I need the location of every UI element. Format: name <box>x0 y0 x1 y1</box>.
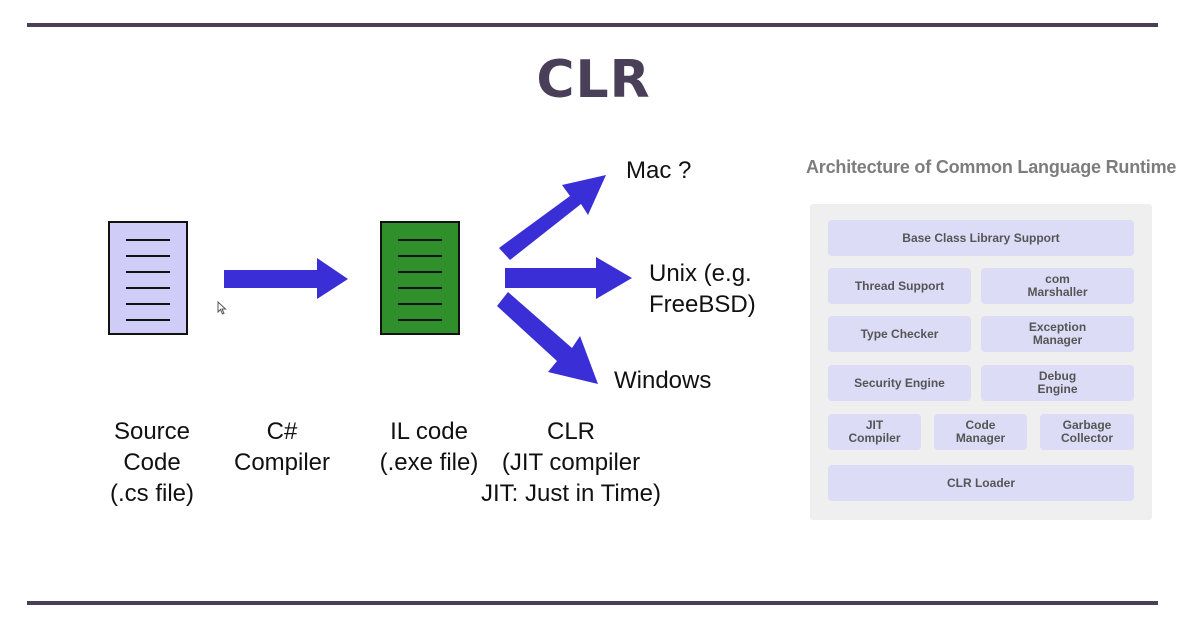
document-line <box>126 319 170 321</box>
box-label: JIT Compiler <box>848 418 901 445</box>
box-label: Garbage Collector <box>1060 418 1113 445</box>
il-code-document-icon <box>380 221 460 335</box>
page-title: CLR <box>536 50 651 110</box>
box-label: Base Class Library Support <box>902 230 1060 245</box>
security-engine-box: Security Engine <box>828 365 971 401</box>
code-manager-box: Code Manager <box>934 414 1027 450</box>
document-line <box>398 255 442 257</box>
architecture-diagram: Base Class Library Support Thread Suppor… <box>810 204 1152 520</box>
base-class-library-box: Base Class Library Support <box>828 220 1134 256</box>
box-label: CLR Loader <box>946 475 1015 490</box>
thread-support-box: Thread Support <box>828 268 971 304</box>
bottom-divider <box>27 601 1158 605</box>
box-label: Type Checker <box>860 326 939 341</box>
architecture-title: Architecture of Common Language Runtime <box>806 157 1177 177</box>
document-line <box>398 239 442 241</box>
box-label: Code Manager <box>955 418 1006 445</box>
document-line <box>398 271 442 273</box>
csharp-compiler-label: C# Compiler <box>233 418 331 476</box>
exception-manager-box: Exception Manager <box>981 316 1134 352</box>
mac-arrow-icon <box>499 175 606 260</box>
document-line <box>126 303 170 305</box>
box-label: Exception Manager <box>1028 320 1087 347</box>
box-label: Thread Support <box>854 278 945 293</box>
top-divider <box>27 23 1158 27</box>
garbage-collector-box: Garbage Collector <box>1040 414 1134 450</box>
clr-loader-box: CLR Loader <box>828 465 1134 501</box>
mouse-cursor-icon <box>217 301 227 315</box>
source-code-label: Source Code (.cs file) <box>110 418 194 507</box>
document-line <box>398 287 442 289</box>
unix-arrow-icon <box>505 257 632 299</box>
target-windows-label: Windows <box>614 367 712 394</box>
windows-arrow-icon <box>497 292 598 384</box>
target-mac-label: Mac ? <box>626 157 692 184</box>
il-code-label: IL code (.exe file) <box>379 418 479 476</box>
document-line <box>126 255 170 257</box>
compile-arrow-icon <box>224 258 348 299</box>
document-line <box>398 319 442 321</box>
box-label: com Marshaller <box>1027 272 1088 299</box>
com-marshaller-box: com Marshaller <box>981 268 1134 304</box>
source-code-document-icon <box>108 221 188 335</box>
jit-compiler-box: JIT Compiler <box>828 414 921 450</box>
box-label: Security Engine <box>854 375 945 390</box>
box-label: Debug Engine <box>1037 369 1078 396</box>
clr-label: CLR (JIT compiler JIT: Just in Time) <box>480 418 662 507</box>
debug-engine-box: Debug Engine <box>981 365 1134 401</box>
target-unix-label: Unix (e.g. FreeBSD) <box>649 260 756 318</box>
document-line <box>126 271 170 273</box>
type-checker-box: Type Checker <box>828 316 971 352</box>
document-line <box>126 287 170 289</box>
document-line <box>398 303 442 305</box>
document-line <box>126 239 170 241</box>
